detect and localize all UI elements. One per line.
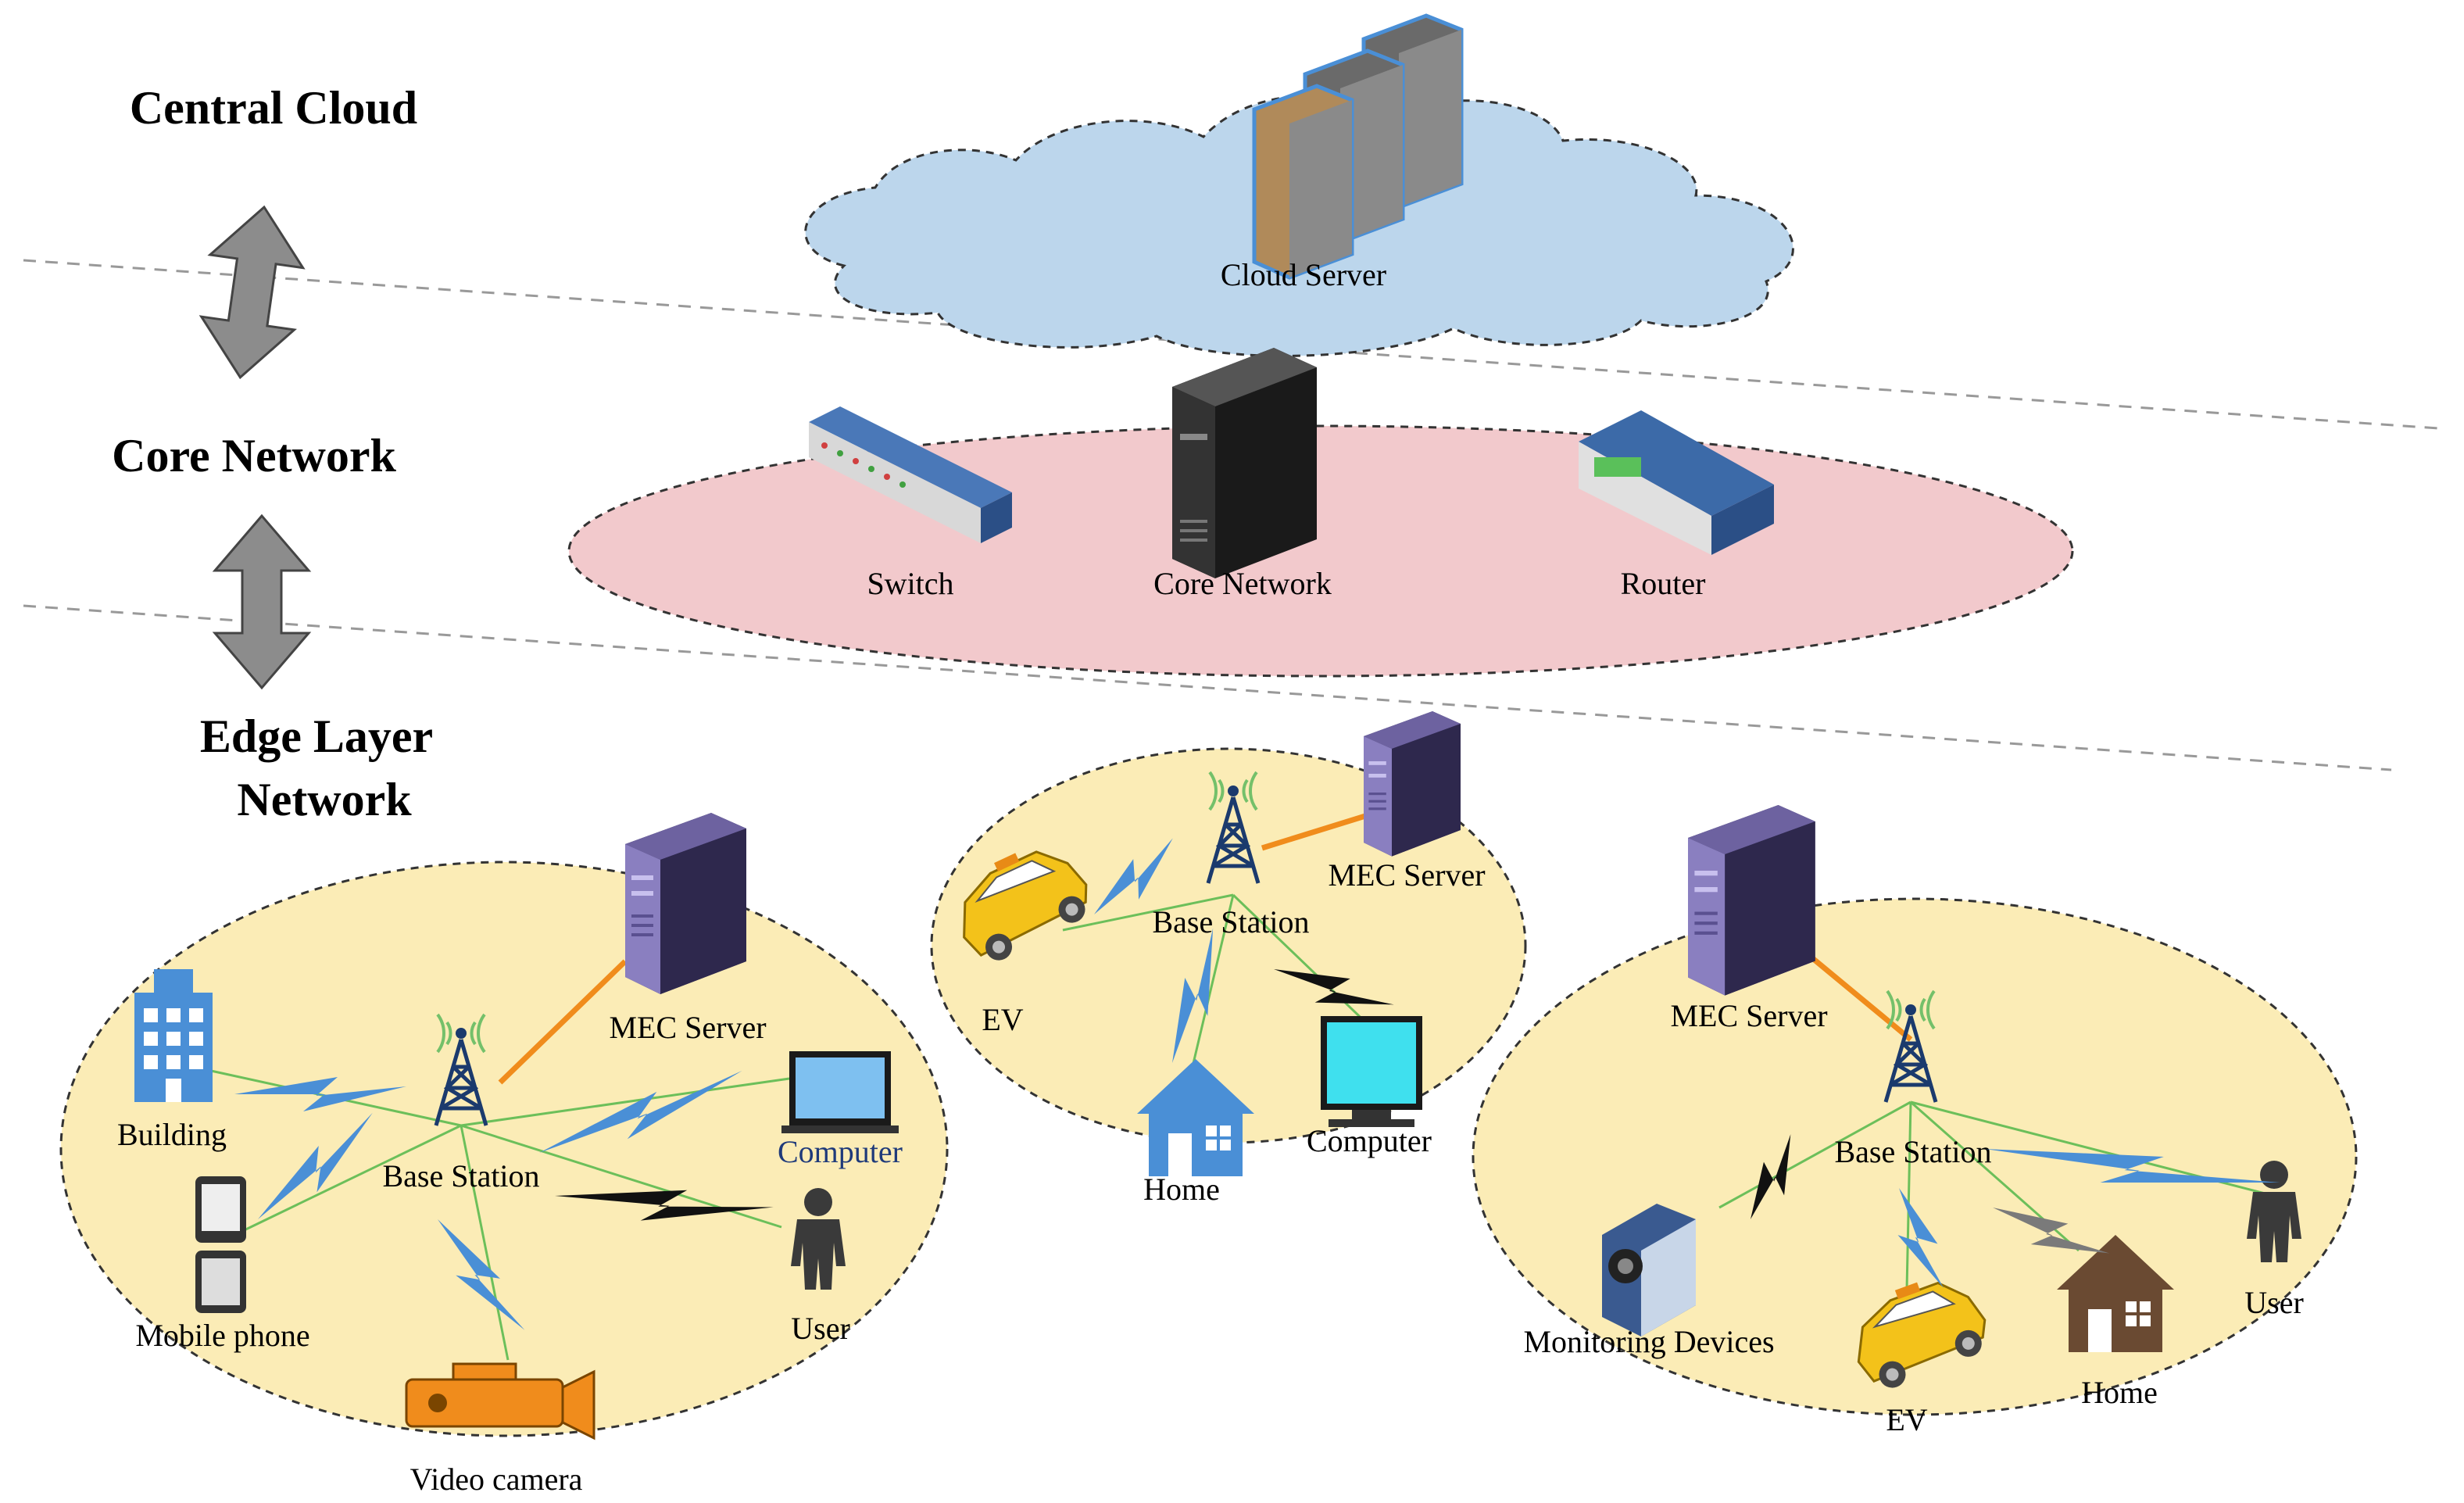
edge-mid-mec-label: MEC Server (1328, 857, 1485, 893)
edge-mid-base-label: Base Station (1152, 904, 1309, 939)
separator-core-edge (23, 604, 2392, 771)
switch-icon (809, 406, 1012, 543)
edge-left-base-label: Base Station (382, 1158, 539, 1193)
mobile-phone-icon (195, 1176, 246, 1313)
layer-title-edge-line2: Network (237, 774, 412, 825)
edge-mid-home-label: Home (1143, 1172, 1220, 1207)
monitoring-devices-label: Monitoring Devices (1523, 1324, 1774, 1359)
edge-left-user-label: User (791, 1311, 850, 1346)
layer-title-edge-line1: Edge Layer (200, 710, 433, 762)
core-network-zone (567, 424, 2074, 678)
video-camera-icon (405, 1362, 595, 1440)
edge-right-mec-server-icon (1688, 805, 1815, 996)
router-label: Router (1621, 566, 1706, 601)
edge-mid-links (1062, 893, 1377, 1087)
edge-mid-computer-icon (1321, 1016, 1422, 1127)
cloud-server-label: Cloud Server (1221, 257, 1386, 292)
layer-title-central-cloud: Central Cloud (130, 82, 417, 134)
edge-mid-ev-label: EV (982, 1002, 1023, 1037)
edge-mid-computer-label: Computer (1307, 1123, 1432, 1158)
building-label: Building (117, 1117, 227, 1152)
switch-label: Switch (867, 566, 953, 601)
edge-right-user-label: User (2244, 1285, 2304, 1320)
cloud-core-arrow (192, 199, 312, 385)
edge-right-ev-label: EV (1886, 1402, 1927, 1437)
edge-right-home-label: Home (2081, 1375, 2158, 1410)
edge-zone-left (59, 861, 949, 1437)
core-network-icon (1172, 348, 1317, 578)
layer-title-core-network: Core Network (112, 430, 396, 481)
mobile-phone-label: Mobile phone (135, 1318, 309, 1353)
edge-mid-uplink (1261, 810, 1377, 851)
edge-left-computer-label: Computer (778, 1134, 903, 1169)
building-icon (134, 969, 213, 1102)
core-edge-arrow (213, 514, 310, 689)
monitoring-device-icon (1602, 1204, 1696, 1337)
router-icon (1579, 410, 1774, 555)
edge-right-base-label: Base Station (1834, 1134, 1991, 1169)
core-network-label: Core Network (1153, 566, 1332, 601)
edge-left-mec-label: MEC Server (609, 1010, 766, 1045)
edge-left-computer-icon (781, 1051, 899, 1133)
edge-right-mec-label: MEC Server (1670, 998, 1827, 1033)
edge-left-uplink (498, 959, 628, 1085)
cloud-server-icon (1252, 13, 1464, 280)
edge-left-mec-server-icon (625, 813, 746, 994)
video-camera-label: Video camera (410, 1462, 583, 1497)
edge-mid-mec-server-icon (1364, 711, 1461, 857)
